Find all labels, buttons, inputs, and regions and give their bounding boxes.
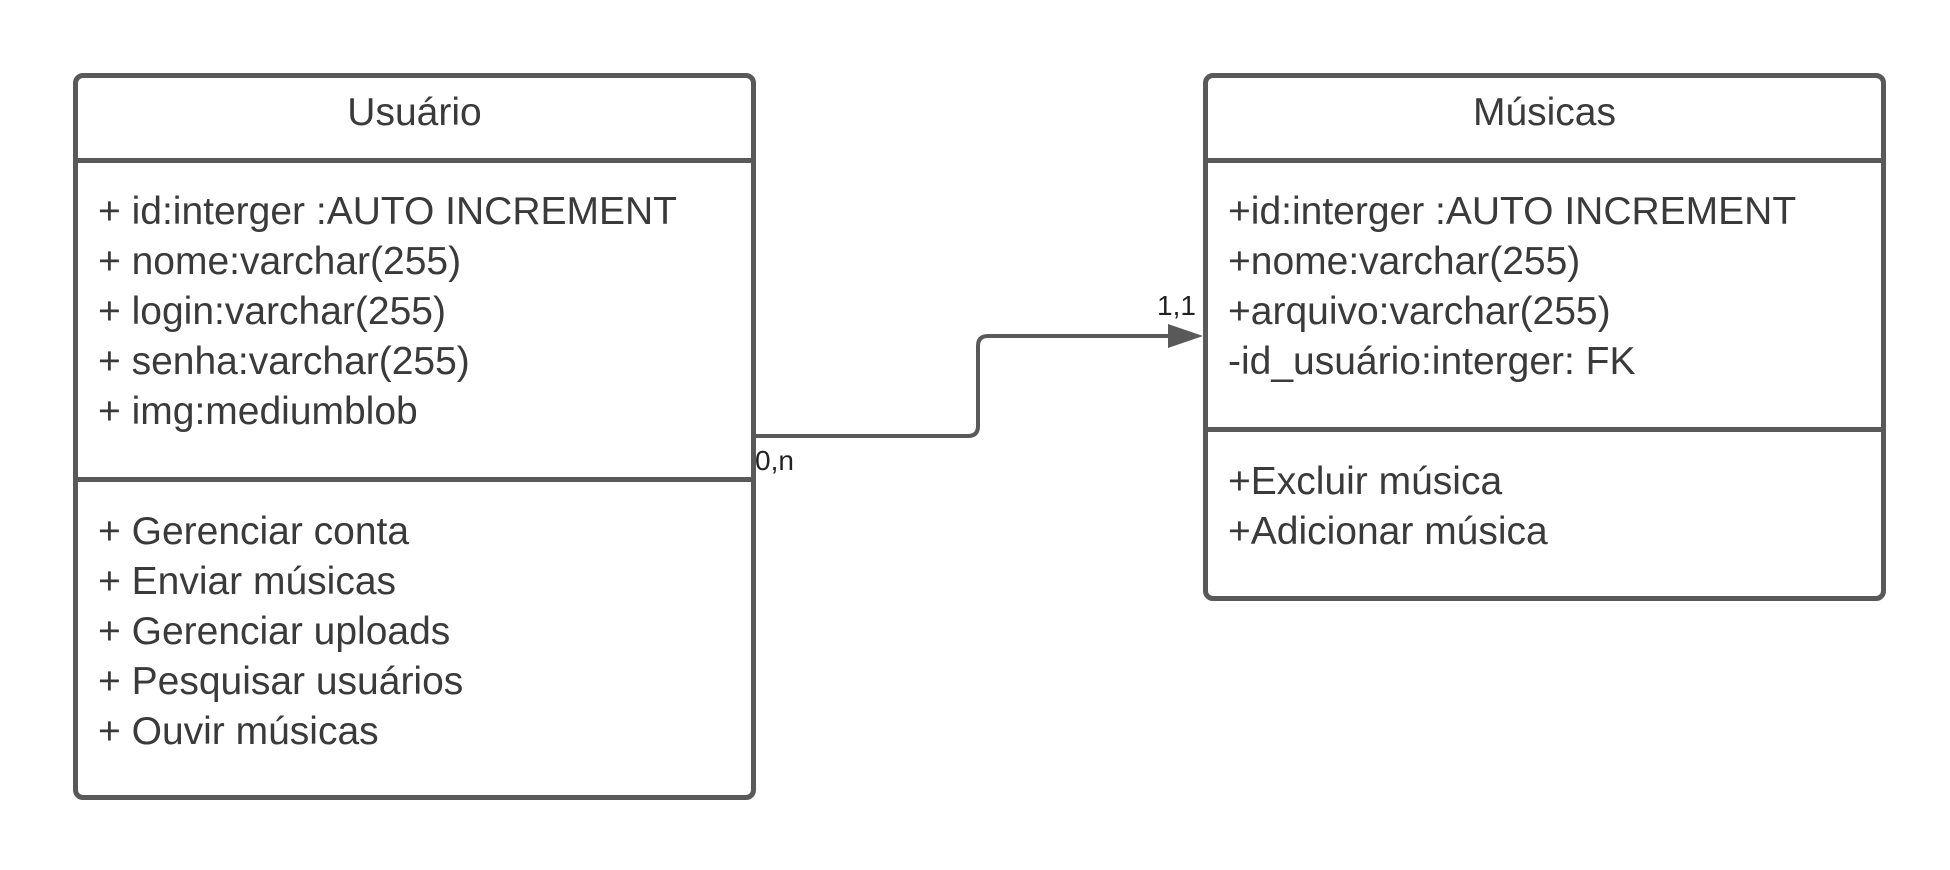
attribute-item: +id:interger :AUTO INCREMENT xyxy=(1228,190,1797,233)
attribute-item: -id_usuário:interger: FK xyxy=(1228,340,1636,383)
class-title-musicas: Músicas xyxy=(1472,91,1617,134)
attribute-item: + senha:varchar(255) xyxy=(98,340,470,383)
class-usuario: Usuário + id:interger :AUTO INCREMENT + … xyxy=(73,73,756,800)
multiplicity-source: 0,n xyxy=(755,445,794,476)
association-arrowhead xyxy=(1168,324,1203,348)
method-item: + Gerenciar uploads xyxy=(98,610,451,653)
class-divider xyxy=(78,477,751,482)
attribute-item: +arquivo:varchar(255) xyxy=(1228,290,1611,333)
method-item: +Adicionar música xyxy=(1228,510,1548,553)
association-line xyxy=(756,334,1170,438)
attribute-item: + nome:varchar(255) xyxy=(98,240,462,283)
attribute-item: + id:interger :AUTO INCREMENT xyxy=(98,190,678,233)
attribute-item: + img:mediumblob xyxy=(98,390,418,433)
attribute-item: +nome:varchar(255) xyxy=(1228,240,1581,283)
class-title-usuario: Usuário xyxy=(347,91,482,134)
class-musicas: Músicas +id:interger :AUTO INCREMENT +no… xyxy=(1203,73,1886,601)
multiplicity-target: 1,1 xyxy=(1157,290,1196,321)
method-item: + Gerenciar conta xyxy=(98,510,410,553)
method-item: + Enviar músicas xyxy=(98,560,397,603)
attributes-section-musicas: +id:interger :AUTO INCREMENT +nome:varch… xyxy=(1228,187,1871,387)
method-item: +Excluir música xyxy=(1228,460,1503,503)
class-divider xyxy=(78,158,751,163)
methods-section-musicas: +Excluir música +Adicionar música xyxy=(1228,457,1871,557)
class-divider xyxy=(1208,158,1881,163)
attribute-item: + login:varchar(255) xyxy=(98,290,446,333)
method-item: + Pesquisar usuários xyxy=(98,660,464,703)
attributes-section-usuario: + id:interger :AUTO INCREMENT + nome:var… xyxy=(98,187,741,437)
class-divider xyxy=(1208,427,1881,432)
methods-section-usuario: + Gerenciar conta + Enviar músicas + Ger… xyxy=(98,507,741,757)
method-item: + Ouvir músicas xyxy=(98,710,379,753)
